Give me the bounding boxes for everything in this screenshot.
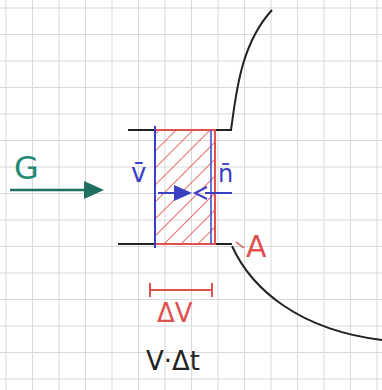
grid-line bbox=[138, 0, 139, 390]
section-line bbox=[154, 126, 156, 248]
normal-arrow bbox=[195, 187, 207, 199]
grid-line bbox=[0, 273, 382, 274]
grid-line bbox=[377, 0, 378, 390]
volume-element bbox=[155, 130, 215, 244]
velocity-arrow bbox=[158, 192, 176, 194]
dimension-bracket bbox=[149, 283, 151, 297]
grid-line bbox=[297, 0, 298, 390]
velocity-label: v̄ bbox=[131, 160, 146, 186]
dimension-bracket bbox=[211, 283, 213, 297]
volume-label: ΔV bbox=[157, 300, 193, 326]
velocity-arrow bbox=[174, 185, 192, 201]
normal-label: n̄ bbox=[218, 162, 233, 186]
grid-line bbox=[324, 0, 325, 390]
flow-arrow bbox=[10, 189, 88, 192]
grid-line bbox=[218, 0, 219, 390]
leader-line bbox=[236, 242, 244, 248]
grid-line bbox=[0, 61, 382, 62]
flow-label: G bbox=[14, 152, 39, 184]
grid-line bbox=[6, 0, 7, 390]
grid-line bbox=[0, 246, 382, 247]
grid-line bbox=[0, 114, 382, 115]
nozzle-curve bbox=[231, 10, 272, 130]
grid-line bbox=[59, 0, 60, 390]
dimension-bracket bbox=[150, 289, 212, 291]
grid-line bbox=[0, 34, 382, 35]
grid-line bbox=[350, 0, 351, 390]
area-label: A bbox=[246, 232, 267, 262]
normal-arrow bbox=[205, 192, 232, 194]
flow-arrow bbox=[84, 181, 104, 199]
section-line bbox=[210, 130, 212, 244]
grid-line bbox=[0, 8, 382, 9]
length-label: V·Δt bbox=[146, 348, 200, 374]
grid-line bbox=[112, 0, 113, 390]
grid-line bbox=[32, 0, 33, 390]
grid-line bbox=[0, 379, 382, 380]
grid-line bbox=[271, 0, 272, 390]
grid-line bbox=[0, 87, 382, 88]
